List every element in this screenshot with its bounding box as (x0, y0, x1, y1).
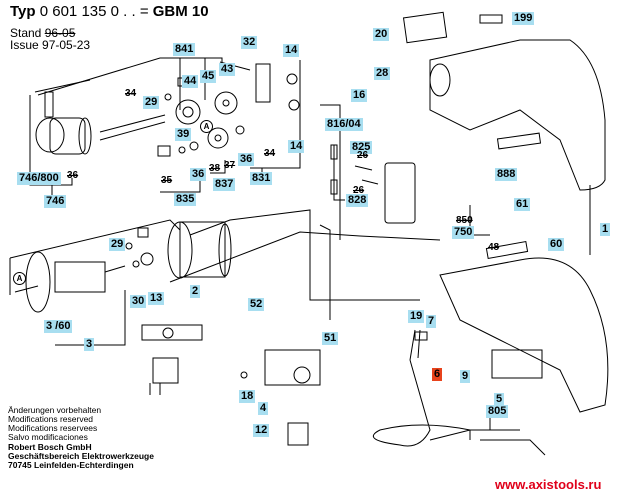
part-label-43[interactable]: 43 (219, 63, 236, 76)
housing-half (402, 11, 606, 191)
stand-value: 96-05 (44, 26, 76, 40)
crossed-label-34-right: 34 (264, 148, 276, 159)
issue-label: Issue (10, 38, 39, 52)
part-label-6-highlighted[interactable]: 6 (432, 368, 443, 381)
crossed-label-35: 35 (161, 175, 173, 186)
part-label-750[interactable]: 750 (452, 226, 475, 239)
part-label-825[interactable]: 825 (350, 141, 373, 154)
footer-note-en: Modifications reserved (8, 414, 94, 424)
part-label-841[interactable]: 841 (173, 43, 196, 56)
part-label-850[interactable]: 850 (456, 215, 473, 226)
part-label-28[interactable]: 28 (374, 67, 391, 80)
gear-assembly (157, 61, 300, 157)
part-label-51[interactable]: 51 (322, 332, 339, 345)
part-label-14-top[interactable]: 14 (283, 44, 300, 57)
part-label-2[interactable]: 2 (190, 285, 201, 298)
part-label-5[interactable]: 5 (494, 393, 505, 406)
part-label-29-bottom[interactable]: 29 (109, 238, 126, 251)
part-label-746-800[interactable]: 746/800 (17, 172, 61, 185)
switch (240, 349, 321, 446)
marker-a-left: A (13, 272, 26, 285)
part-label-61[interactable]: 61 (514, 198, 531, 211)
crossed-label-38: 38 (209, 163, 221, 174)
stand-line: Stand 96-05 (10, 26, 75, 40)
part-label-39[interactable]: 39 (175, 128, 192, 141)
part-label-828[interactable]: 828 (346, 194, 369, 207)
part-label-60[interactable]: 60 (548, 238, 565, 251)
crossed-label-26-top: 26 (357, 150, 369, 161)
part-label-29-top[interactable]: 29 (143, 96, 160, 109)
crossed-label-36: 36 (67, 170, 79, 181)
part-label-831[interactable]: 831 (250, 172, 273, 185)
part-label-30[interactable]: 30 (130, 295, 147, 308)
part-label-805[interactable]: 805 (486, 405, 509, 418)
model-name: GBM 10 (152, 3, 209, 20)
part-label-13[interactable]: 13 (148, 292, 165, 305)
part-label-3-60[interactable]: 3 /60 (44, 320, 73, 333)
leader-3 (9, 219, 181, 259)
typ-number: 0 601 135 0 . . = (39, 3, 149, 20)
crossed-label-37: 37 (224, 160, 236, 171)
part-label-4[interactable]: 4 (258, 402, 269, 415)
issue-line: Issue 97-05-23 (10, 38, 90, 52)
part-label-746[interactable]: 746 (44, 195, 67, 208)
footer-note-fr: Modifications reservees (8, 423, 98, 433)
part-label-20[interactable]: 20 (373, 28, 390, 41)
part-label-14-bottom[interactable]: 14 (288, 140, 305, 153)
crossed-label-34-left: 34 (125, 88, 137, 99)
part-label-12[interactable]: 12 (253, 424, 270, 437)
part-label-18[interactable]: 18 (239, 390, 256, 403)
armature (14, 227, 154, 313)
company-division: Geschäftsbereich Elektrowerkzeuge (8, 451, 154, 461)
issue-value: 97-05-23 (42, 38, 91, 52)
company-name: Robert Bosch GmbH (8, 442, 92, 452)
model-header: Typ 0 601 135 0 . . = GBM 10 (10, 3, 209, 20)
part-label-32[interactable]: 32 (241, 36, 258, 49)
part-label-199[interactable]: 199 (512, 12, 535, 25)
stand-label: Stand (10, 26, 42, 40)
part-label-44[interactable]: 44 (182, 75, 199, 88)
part-label-19[interactable]: 19 (408, 310, 425, 323)
chuck-assembly (34, 79, 166, 155)
part-label-36-right[interactable]: 36 (238, 153, 255, 166)
typ-prefix: Typ (10, 3, 36, 20)
footer-note-de: Änderungen vorbehalten (8, 405, 102, 415)
part-label-3[interactable]: 3 (84, 338, 95, 351)
company-address: 70745 Leinfelden-Echterdingen (8, 460, 134, 470)
part-label-837[interactable]: 837 (213, 178, 236, 191)
part-label-36-left[interactable]: 36 (190, 168, 207, 181)
crossed-label-26-bottom: 26 (353, 185, 365, 196)
part-label-816-04[interactable]: 816/04 (325, 118, 363, 131)
part-label-1[interactable]: 1 (600, 223, 611, 236)
power-cable (372, 329, 546, 456)
part-label-52[interactable]: 52 (248, 298, 265, 311)
field-stator (167, 221, 232, 279)
brush-holder (330, 144, 416, 224)
crossed-label-48: 48 (488, 242, 500, 253)
housing-half-lower (439, 241, 609, 413)
part-label-9[interactable]: 9 (460, 370, 471, 383)
leader-746 (29, 95, 73, 186)
part-label-888[interactable]: 888 (495, 168, 518, 181)
marker-a-top: A (200, 120, 213, 133)
watermark-url[interactable]: www.axistools.ru (495, 477, 602, 492)
part-label-835[interactable]: 835 (174, 193, 197, 206)
part-label-7[interactable]: 7 (426, 315, 437, 328)
footer-note-es: Salvo modificaciones (8, 432, 88, 442)
part-label-45[interactable]: 45 (200, 70, 217, 83)
wiring-schematic (141, 324, 203, 395)
part-label-16[interactable]: 16 (351, 89, 368, 102)
